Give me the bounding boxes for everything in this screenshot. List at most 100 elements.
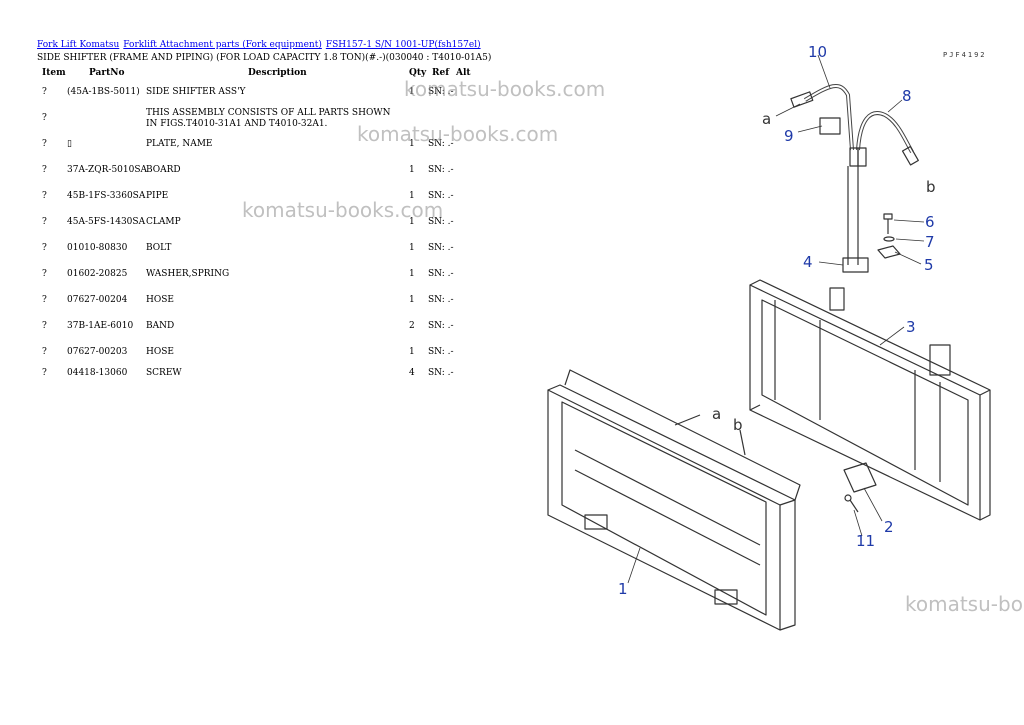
- callout-leaders: [627, 54, 925, 584]
- row-description: BAND: [146, 321, 175, 331]
- row-partno: (45A-1BS-5011): [67, 87, 140, 97]
- row-sn: SN: .-: [428, 347, 454, 357]
- breadcrumb-link-forklift-komatsu[interactable]: Fork Lift Komatsu: [37, 40, 120, 50]
- row-qty: 1: [409, 165, 415, 175]
- row-description: PIPE: [146, 191, 169, 201]
- callout-10: 10: [808, 43, 827, 61]
- table-row: ? 37B-1AE-6010 BAND 2 SN: .-: [0, 321, 480, 335]
- row-qty: 2: [409, 321, 415, 331]
- row-item: ?: [42, 165, 47, 175]
- table-row: ? THIS ASSEMBLY CONSISTS OF ALL PARTS SH…: [0, 108, 480, 134]
- row-item: ?: [42, 243, 47, 253]
- row-description: BOLT: [146, 243, 172, 253]
- table-row: ? 45B-1FS-3360SA PIPE 1 SN: .-: [0, 191, 480, 205]
- callout-b-lower: b: [733, 416, 743, 434]
- row-partno: 37A-ZQR-5010SA: [67, 165, 148, 175]
- row-sn: SN: .-: [428, 368, 454, 378]
- row-partno: 45A-5FS-1430SA: [67, 217, 146, 227]
- figure-code: PJF4192: [943, 51, 987, 59]
- row-qty: 1: [409, 191, 415, 201]
- row-item: ?: [42, 269, 47, 279]
- table-row: ? (45A-1BS-5011) SIDE SHIFTER ASS'Y 1 SN…: [0, 87, 480, 101]
- row-sn: SN: .-: [428, 243, 454, 253]
- row-item: ?: [42, 368, 47, 378]
- row-description: HOSE: [146, 347, 174, 357]
- row-qty: 1: [409, 295, 415, 305]
- callout-8: 8: [902, 87, 912, 105]
- header-partno: PartNo: [89, 68, 125, 78]
- table-row: ? ▯ PLATE, NAME 1 SN: .-: [0, 139, 480, 153]
- callout-a: a: [762, 110, 771, 128]
- row-sn: SN: .-: [428, 139, 454, 149]
- row-description: HOSE: [146, 295, 174, 305]
- row-partno: 07627-00204: [67, 295, 128, 305]
- row-qty: 1: [409, 87, 415, 97]
- callout-6: 6: [925, 213, 935, 231]
- table-row: ? 04418-13060 SCREW 4 SN: .-: [0, 368, 480, 382]
- row-partno: 04418-13060: [67, 368, 128, 378]
- row-item: ?: [42, 113, 47, 123]
- watermark: komatsu-books.com: [242, 198, 444, 222]
- row-sn: SN: .-: [428, 321, 454, 331]
- row-description: THIS ASSEMBLY CONSISTS OF ALL PARTS SHOW…: [146, 108, 391, 129]
- table-row: ? 37A-ZQR-5010SA BOARD 1 SN: .-: [0, 165, 480, 179]
- row-qty: 1: [409, 347, 415, 357]
- row-sn: SN: .-: [428, 165, 454, 175]
- row-item: ?: [42, 191, 47, 201]
- callout-7: 7: [925, 233, 935, 251]
- callout-5: 5: [924, 256, 934, 274]
- row-sn: SN: .-: [428, 217, 454, 227]
- callout-11: 11: [856, 532, 875, 550]
- row-qty: 1: [409, 243, 415, 253]
- breadcrumb-link-model[interactable]: FSH157-1 S/N 1001-UP(fsh157el): [325, 40, 481, 50]
- row-qty: 1: [409, 217, 415, 227]
- table-row: ? 01010-80830 BOLT 1 SN: .-: [0, 243, 480, 257]
- table-row: ? 07627-00203 HOSE 1 SN: .-: [0, 347, 480, 361]
- row-sn: SN: .-: [428, 269, 454, 279]
- row-sn: SN: .-: [428, 87, 454, 97]
- row-partno: 01602-20825: [67, 269, 128, 279]
- row-description: SIDE SHIFTER ASS'Y: [146, 87, 246, 97]
- callout-9: 9: [784, 127, 794, 145]
- watermark: komatsu-books.com: [404, 77, 606, 101]
- row-qty: 1: [409, 269, 415, 279]
- row-description: PLATE, NAME: [146, 139, 213, 149]
- row-item: ?: [42, 87, 47, 97]
- row-sn: SN: .-: [428, 295, 454, 305]
- callout-3: 3: [906, 318, 916, 336]
- header-alt: Alt: [456, 68, 471, 78]
- callout-1: 1: [618, 580, 628, 598]
- row-partno: 07627-00203: [67, 347, 128, 357]
- row-item: ?: [42, 321, 47, 331]
- header-qty: Qty: [409, 68, 427, 78]
- row-partno: ▯: [67, 139, 72, 149]
- page-title: SIDE SHIFTER (FRAME AND PIPING) (FOR LOA…: [37, 53, 492, 63]
- header-ref: Ref: [432, 68, 450, 78]
- table-row: ? 07627-00204 HOSE 1 SN: .-: [0, 295, 480, 309]
- row-partno: 37B-1AE-6010: [67, 321, 134, 331]
- row-item: ?: [42, 295, 47, 305]
- row-partno: 01010-80830: [67, 243, 128, 253]
- row-description: CLAMP: [146, 217, 181, 227]
- breadcrumb-link-attachment-parts[interactable]: Forklift Attachment parts (Fork equipmen…: [123, 40, 322, 50]
- row-description: WASHER,SPRING: [146, 269, 230, 279]
- callout-4: 4: [803, 253, 813, 271]
- row-item: ?: [42, 347, 47, 357]
- row-partno: 45B-1FS-3360SA: [67, 191, 146, 201]
- row-qty: 4: [409, 368, 415, 378]
- callout-b: b: [926, 178, 936, 196]
- callout-a-lower: a: [712, 405, 721, 423]
- row-description: SCREW: [146, 368, 182, 378]
- row-item: ?: [42, 217, 47, 227]
- callout-labels: 10 a 9 8 b 6 7 4 5 3 a b 2 11 1: [618, 43, 936, 598]
- header-description: Description: [248, 68, 307, 78]
- row-qty: 1: [409, 139, 415, 149]
- header-item: Item: [42, 68, 66, 78]
- table-row: ? 45A-5FS-1430SA CLAMP 1 SN: .-: [0, 217, 480, 231]
- row-description: BOARD: [146, 165, 181, 175]
- row-sn: SN: .-: [428, 191, 454, 201]
- row-item: ?: [42, 139, 47, 149]
- exploded-parts-diagram: 10 a 9 8 b 6 7 4 5 3 a b 2 11 1: [547, 43, 991, 631]
- callout-2: 2: [884, 518, 894, 536]
